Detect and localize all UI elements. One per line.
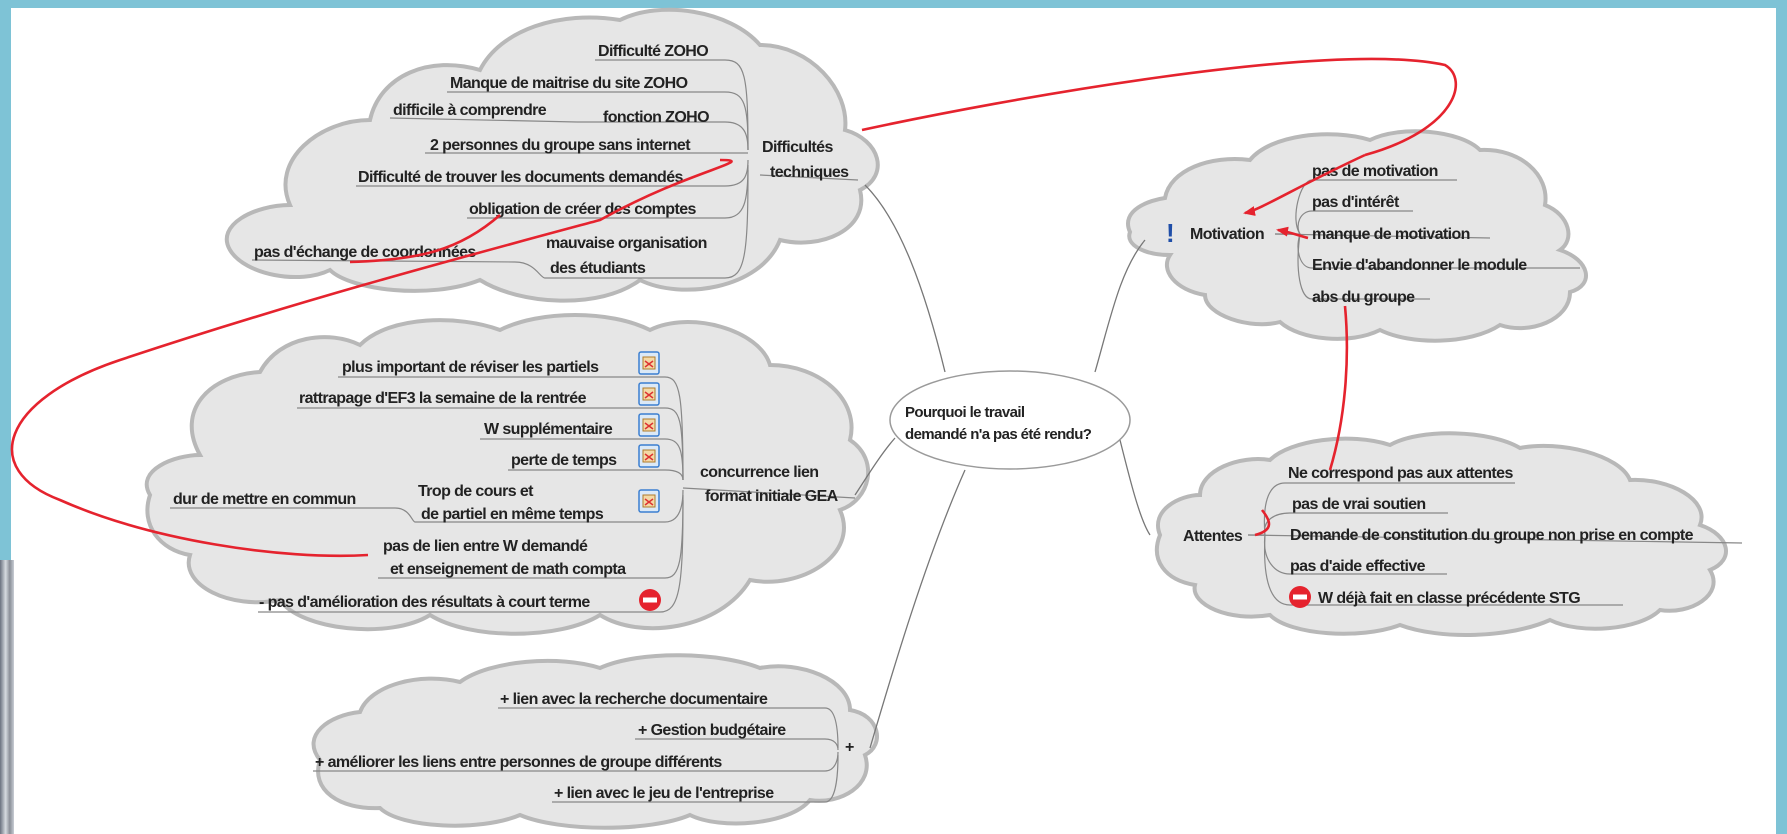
relation-abs-to-attentes (1328, 305, 1349, 471)
motivation-item-interet[interactable]: pas d'intérêt (1312, 194, 1401, 211)
task-icon (638, 351, 660, 375)
relationship-lines (10, 57, 1458, 558)
plus-item-jeu[interactable]: + lien avec le jeu de l'entreprise (554, 785, 775, 802)
branch-connectors (854, 184, 1151, 749)
difficultes-item-internet[interactable]: 2 personnes du groupe sans internet (430, 137, 692, 154)
cloud-difficultes (224, 7, 880, 303)
concurrence-item-w-supp[interactable]: W supplémentaire (484, 421, 614, 438)
task-icon (638, 444, 660, 468)
topic-concurrence[interactable]: concurrence lien format initiale GEA (700, 464, 839, 505)
relation-attentes-soutien (1254, 509, 1271, 537)
minus-icon (1289, 586, 1311, 608)
difficultes-item-fonction[interactable]: fonction ZOHO (603, 109, 710, 126)
cloud-concurrence (145, 313, 870, 636)
motivation-item-pas-motivation[interactable]: pas de motivation (1312, 163, 1438, 180)
topic-plus[interactable]: + (845, 739, 855, 756)
concurrence-item-trop-cours-2[interactable]: de partiel en même temps (421, 506, 604, 523)
relation-difficultes-to-motivation (861, 57, 1458, 157)
attentes-item-correspond[interactable]: Ne correspond pas aux attentes (1288, 465, 1514, 482)
plus-item-recherche[interactable]: + lien avec la recherche documentaire (500, 691, 769, 708)
concurrence-underlines (170, 376, 856, 613)
motivation-title: Motivation (1190, 226, 1264, 243)
cloud-plus (311, 653, 879, 830)
attentes-item-soutien[interactable]: pas de vrai soutien (1292, 496, 1426, 513)
attentes-underlines (1247, 482, 1743, 606)
concurrence-title-line1: concurrence lien (700, 464, 818, 481)
attentes-item-deja-fait[interactable]: W déjà fait en classe précédente STG (1318, 590, 1581, 607)
difficultes-item-organisation-1[interactable]: mauvaise organisation (546, 235, 707, 252)
concurrence-title-line2: format initiale GEA (705, 488, 839, 505)
central-topic-line1: Pourquoi le travail (905, 404, 1025, 421)
cloud-attentes (1154, 431, 1728, 638)
topic-difficultes[interactable]: Difficultés techniques (762, 139, 850, 181)
central-topic-line2: demandé n'a pas été rendu? (905, 426, 1092, 443)
relation-documents-to-lien (10, 158, 733, 558)
attentes-item-aide[interactable]: pas d'aide effective (1290, 558, 1426, 575)
plus-underlines (313, 707, 839, 803)
concurrence-item-mettre-commun[interactable]: dur de mettre en commun (173, 491, 356, 508)
plus-item-liens[interactable]: + améliorer les liens entre personnes de… (315, 754, 723, 771)
concurrence-item-perte[interactable]: perte de temps (511, 452, 618, 469)
difficultes-item-maitrise[interactable]: Manque de maitrise du site ZOHO (450, 75, 688, 92)
difficultes-item-organisation-2[interactable]: des étudiants (550, 260, 647, 277)
concurrence-item-rattrapage[interactable]: rattrapage d'EF3 la semaine de la rentré… (299, 390, 587, 407)
relation-motivation-arrow (1243, 153, 1366, 216)
difficultes-item-documents[interactable]: Difficulté de trouver les documents dema… (358, 169, 684, 186)
motivation-item-abs[interactable]: abs du groupe (1312, 289, 1416, 306)
concurrence-item-trop-cours-1[interactable]: Trop de cours et (418, 483, 535, 500)
exclamation-icon: ! (1166, 218, 1175, 248)
task-icon (638, 489, 660, 513)
minus-icon (639, 589, 661, 611)
concurrence-item-lien-1[interactable]: pas de lien entre W demandé (383, 538, 589, 555)
central-topic[interactable]: Pourquoi le travail demandé n'a pas été … (889, 370, 1131, 470)
plus-item-budgetaire[interactable]: + Gestion budgétaire (638, 722, 787, 739)
motivation-item-manque[interactable]: manque de motivation (1312, 226, 1470, 243)
difficultes-title-line2: techniques (770, 164, 849, 181)
difficultes-item-coordonnees[interactable]: pas d'échange de coordonnées (254, 244, 477, 261)
difficultes-title-line1: Difficultés (762, 139, 833, 156)
motivation-item-abandonner[interactable]: Envie d'abandonner le module (1312, 257, 1528, 274)
topic-motivation[interactable]: ! Motivation (1166, 218, 1265, 248)
background-photo-strip (0, 560, 14, 834)
task-icon (638, 382, 660, 406)
relation-coordonnees (349, 214, 501, 264)
difficultes-item-comptes[interactable]: obligation de créer des comptes (469, 201, 697, 218)
difficultes-item-comprendre[interactable]: difficile à comprendre (393, 102, 547, 119)
topic-attentes[interactable]: Attentes (1183, 528, 1244, 545)
concurrence-item-amelioration[interactable]: - pas d'amélioration des résultats à cou… (259, 594, 591, 611)
task-icon (638, 413, 660, 437)
concurrence-item-reviser[interactable]: plus important de réviser les partiels (342, 359, 600, 376)
concurrence-item-lien-2[interactable]: et enseignement de math compta (390, 561, 627, 578)
relation-manque-to-motivation (1276, 226, 1309, 240)
attentes-item-constitution[interactable]: Demande de constitution du groupe non pr… (1290, 527, 1694, 544)
difficultes-underlines (251, 59, 859, 279)
difficultes-item-zoho[interactable]: Difficulté ZOHO (598, 43, 709, 60)
